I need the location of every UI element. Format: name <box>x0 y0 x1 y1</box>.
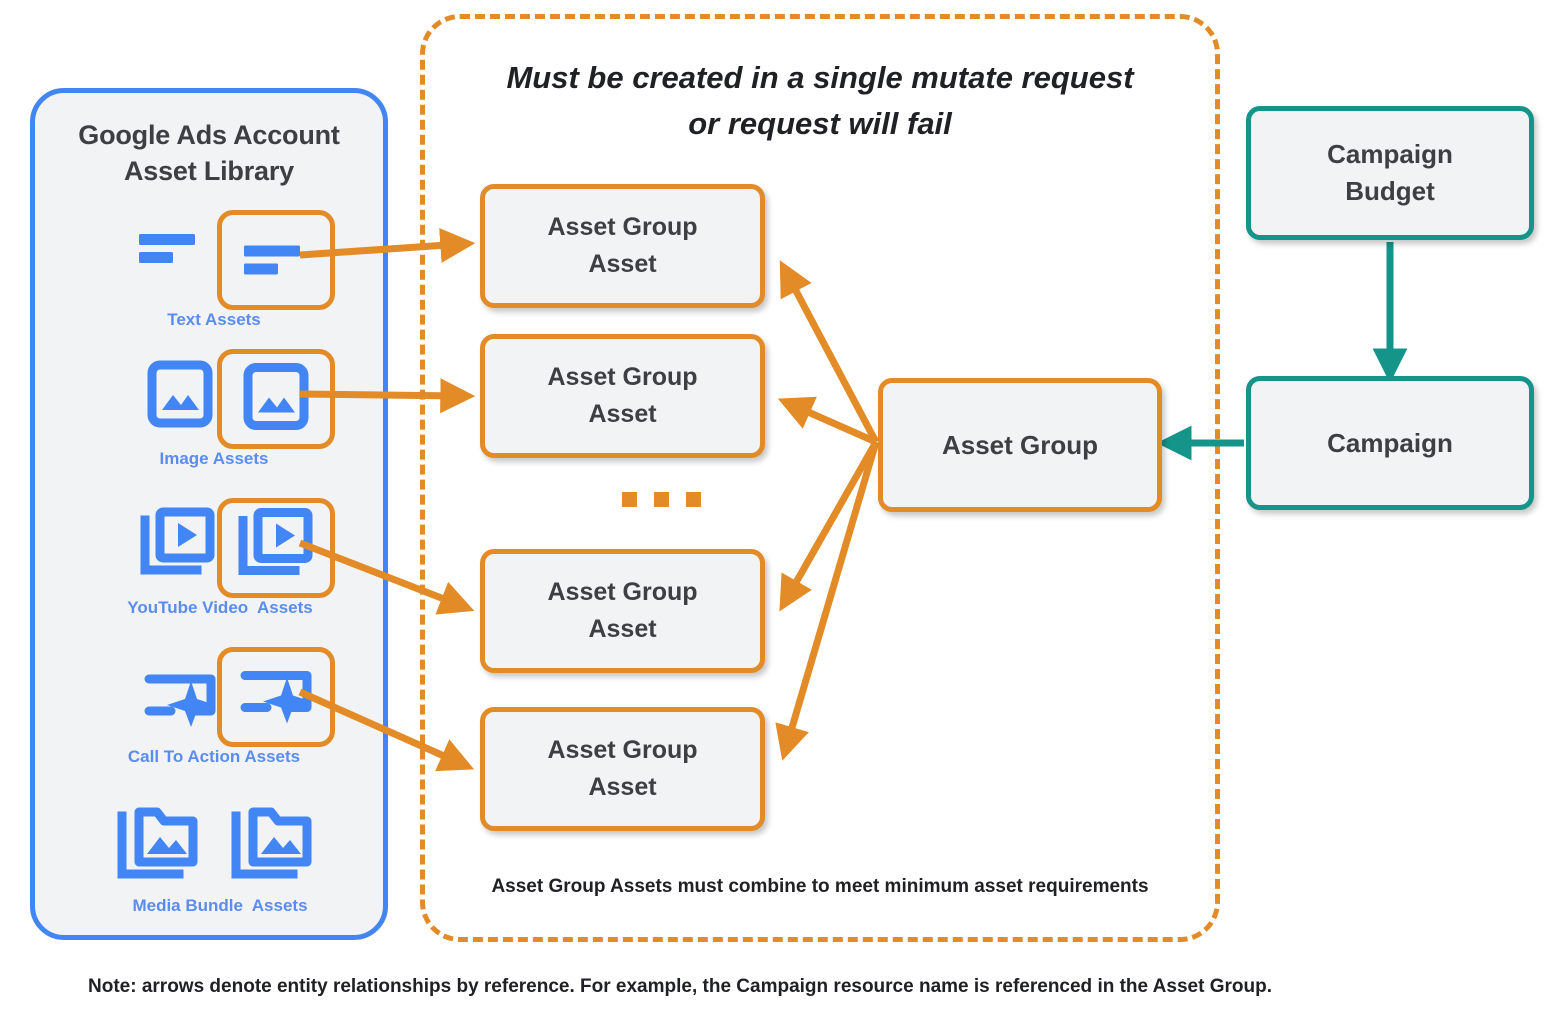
asset-group-asset-node-1[interactable]: Asset Group Asset <box>480 184 765 308</box>
aga-4-line2: Asset <box>588 773 657 801</box>
aga-1-line1: Asset Group <box>547 213 698 241</box>
mutate-request-region <box>420 14 1220 942</box>
asset-caption-media-bundle: Media Bundle Assets <box>132 896 308 915</box>
asset-row-youtube-video: YouTube Video Assets <box>35 498 393 617</box>
mutate-region-heading: Must be created in a single mutate reque… <box>440 55 1200 147</box>
text-asset-icon-boxed <box>238 230 314 291</box>
media-bundle-asset-icon <box>113 804 205 893</box>
campaign-label: Campaign <box>1327 427 1453 458</box>
asset-caption-text: Text Assets <box>167 310 261 329</box>
campaign-budget-line1: Campaign <box>1327 139 1453 169</box>
aga-3-line2: Asset <box>588 615 657 643</box>
mutate-heading-line1: Must be created in a single mutate reque… <box>506 60 1134 95</box>
asset-row-image: Image Assets <box>35 349 393 468</box>
call-to-action-asset-icon-boxed <box>233 664 319 731</box>
aga-4-line1: Asset Group <box>547 736 698 764</box>
mutate-heading-line2: or request will fail <box>688 106 952 141</box>
ellipsis-dot-2 <box>654 492 669 507</box>
asset-group-asset-ellipsis <box>622 492 701 507</box>
asset-library-title-line2: Asset Library <box>124 156 294 186</box>
call-to-action-asset-icon-selected-box[interactable] <box>217 647 335 747</box>
youtube-video-asset-icon-selected-box[interactable] <box>217 498 335 598</box>
asset-library-title: Google Ads Account Asset Library <box>35 117 383 189</box>
asset-group-asset-node-4[interactable]: Asset Group Asset <box>480 707 765 831</box>
asset-group-label: Asset Group <box>941 429 1099 460</box>
asset-row-call-to-action: Call To Action Assets <box>35 647 393 766</box>
asset-group-node[interactable]: Asset Group <box>878 378 1162 512</box>
ellipsis-dot-3 <box>686 492 701 507</box>
call-to-action-asset-icon <box>137 667 223 734</box>
youtube-video-asset-icon <box>135 506 221 589</box>
aga-2-line1: Asset Group <box>547 363 698 391</box>
media-bundle-asset-icon-second <box>227 804 319 893</box>
campaign-budget-node[interactable]: Campaign Budget <box>1246 106 1534 240</box>
asset-group-asset-node-2[interactable]: Asset Group Asset <box>480 334 765 458</box>
aga-3-line1: Asset Group <box>547 578 698 606</box>
asset-caption-image: Image Assets <box>159 449 269 468</box>
campaign-node[interactable]: Campaign <box>1246 376 1534 510</box>
asset-row-media-bundle: Media Bundle Assets <box>35 804 393 915</box>
aga-2-line2: Asset <box>588 400 657 428</box>
image-asset-icon-boxed <box>241 360 311 439</box>
page-footer-note: Note: arrows denote entity relationships… <box>88 976 1272 997</box>
mutate-region-footnote: Asset Group Assets must combine to meet … <box>491 876 1149 897</box>
image-asset-icon <box>145 357 215 436</box>
asset-library-panel: Google Ads Account Asset Library <box>30 88 388 940</box>
asset-library-title-line1: Google Ads Account <box>78 120 340 150</box>
youtube-video-asset-icon-boxed <box>233 507 319 590</box>
asset-caption-call-to-action: Call To Action Assets <box>127 747 301 766</box>
aga-1-line2: Asset <box>588 250 657 278</box>
campaign-budget-line2: Budget <box>1345 176 1435 206</box>
asset-caption-youtube-video: YouTube Video Assets <box>127 598 313 617</box>
text-asset-icon-selected-box[interactable] <box>217 210 335 310</box>
asset-group-asset-node-3[interactable]: Asset Group Asset <box>480 549 765 673</box>
text-asset-icon <box>133 218 209 279</box>
asset-row-text: Text Assets <box>35 210 393 329</box>
ellipsis-dot-1 <box>622 492 637 507</box>
image-asset-icon-selected-box[interactable] <box>217 349 335 449</box>
